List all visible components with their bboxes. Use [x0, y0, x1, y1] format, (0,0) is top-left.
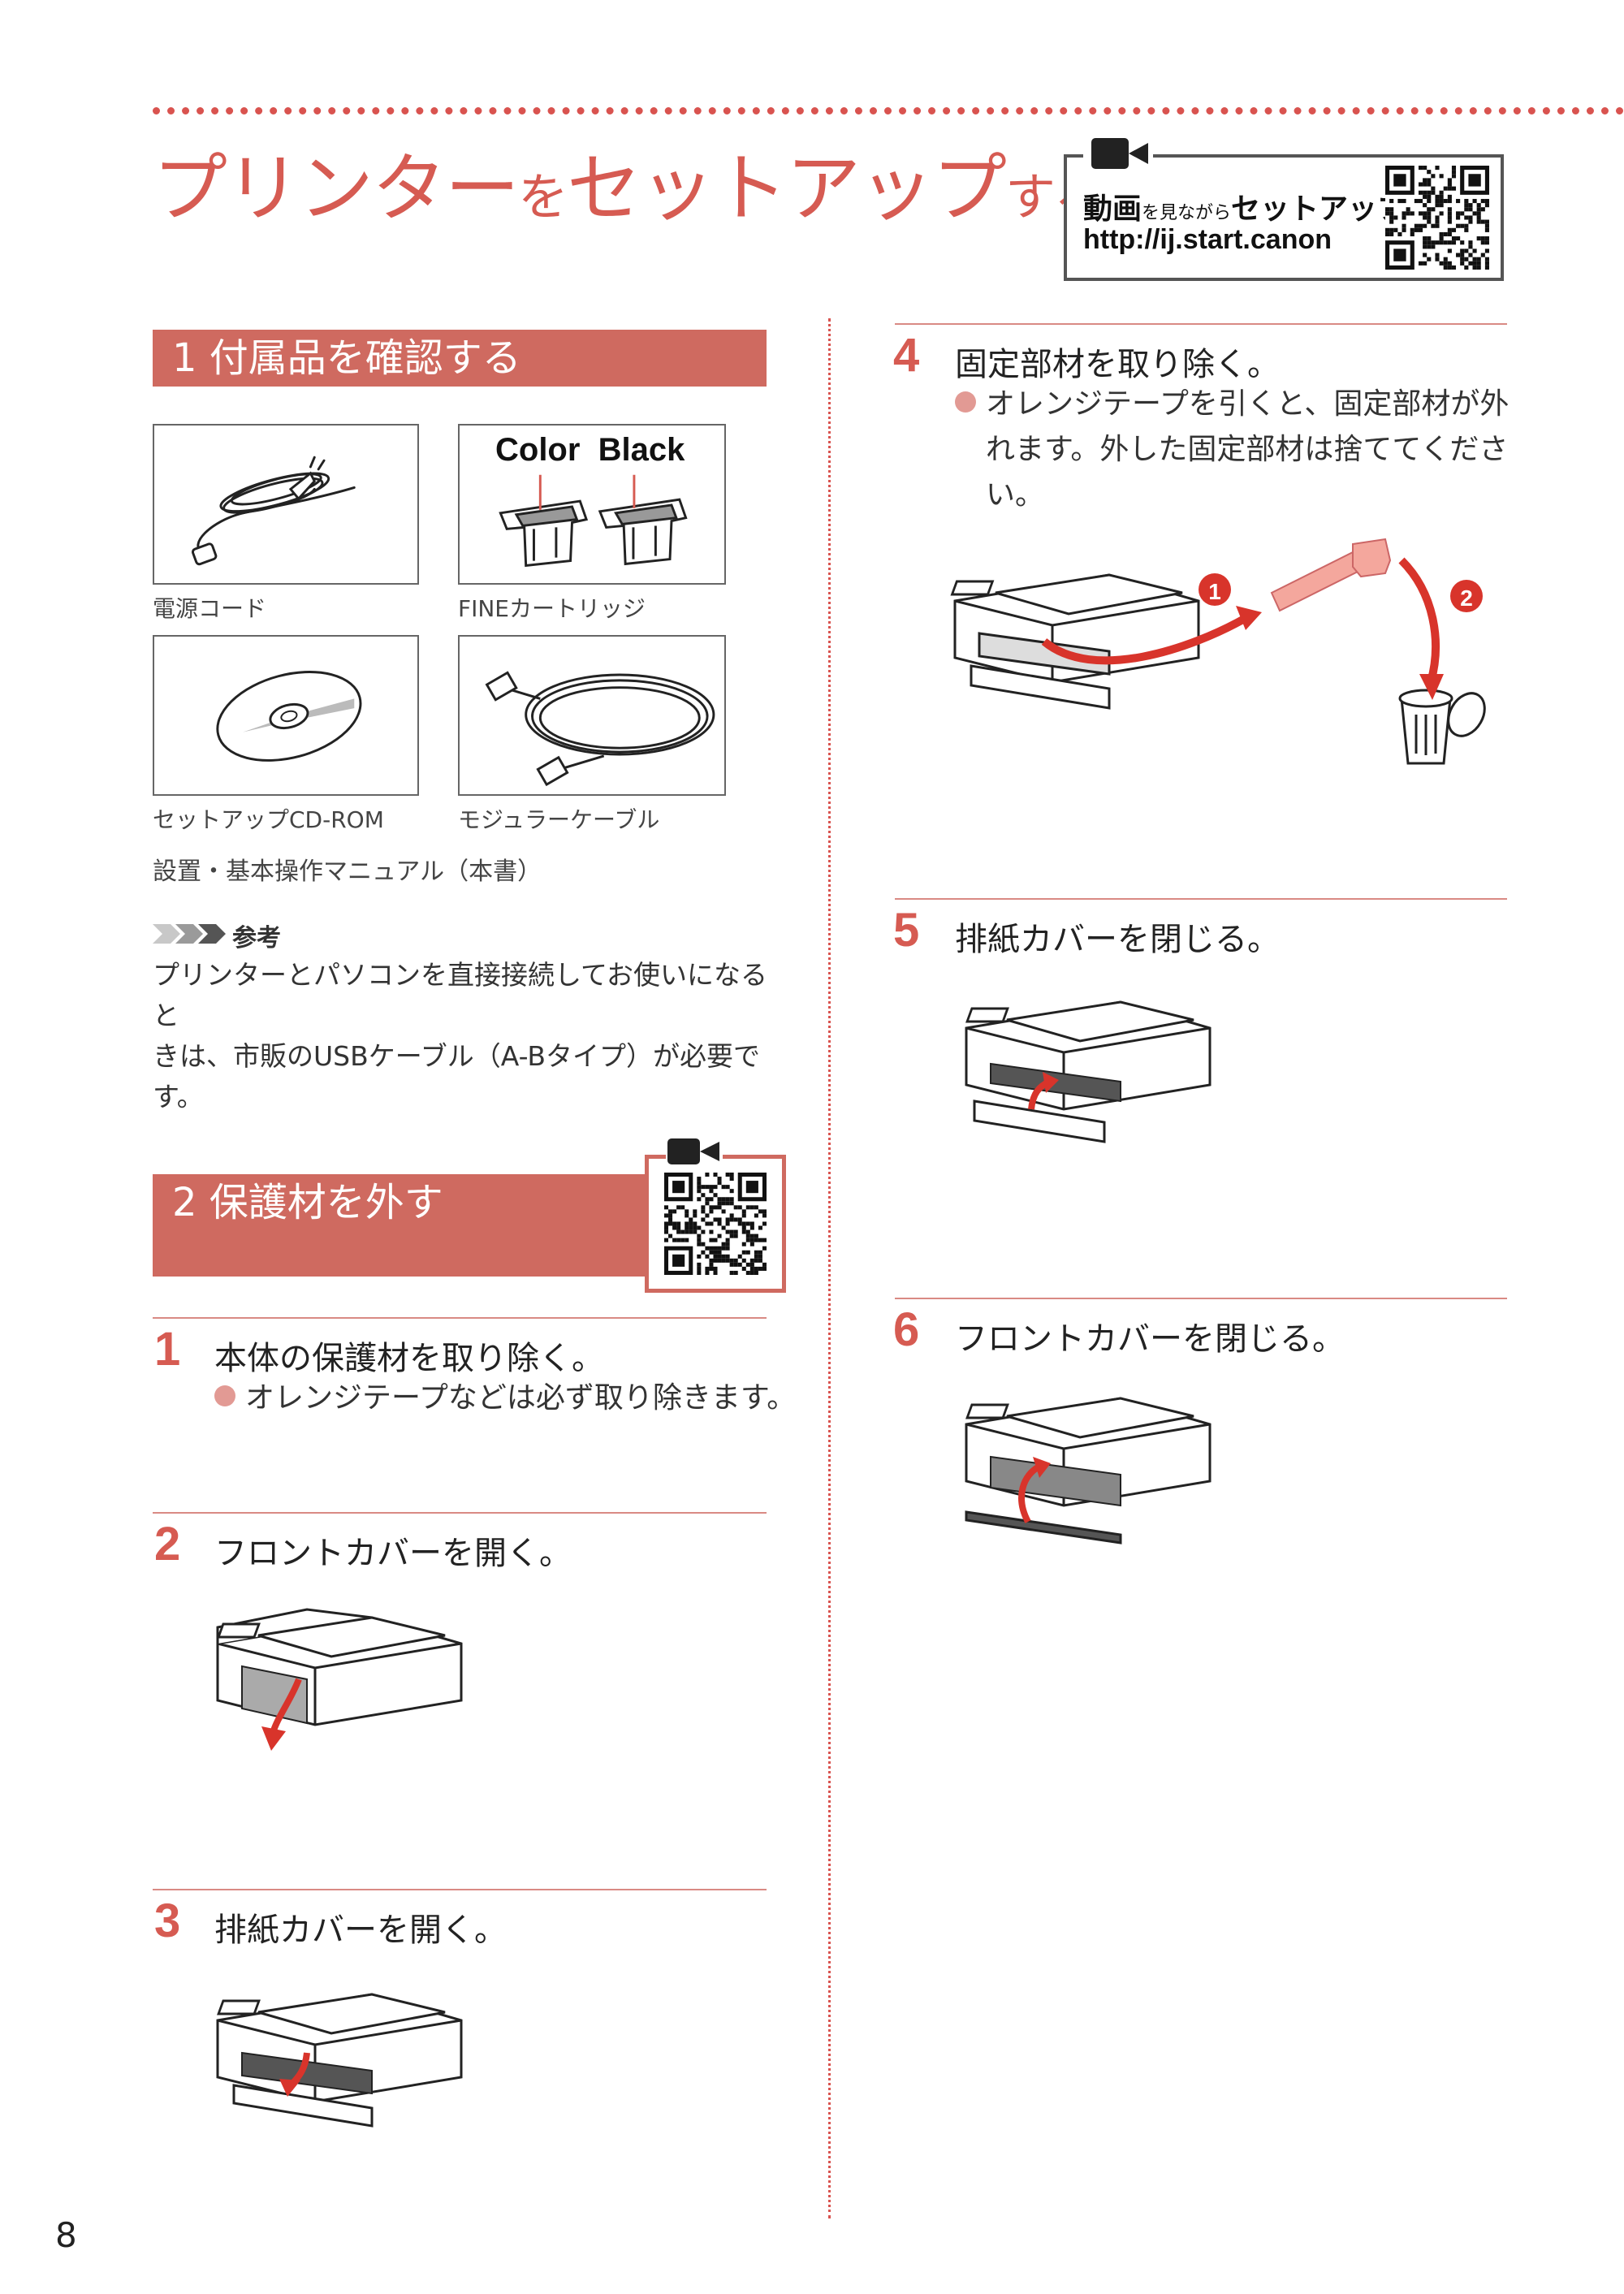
- step6-title: フロントカバーを閉じる。: [955, 1320, 1345, 1358]
- section1-title: 1 付属品を確認する: [153, 330, 767, 387]
- video-label-end: セットアップ: [1231, 192, 1407, 226]
- cartridge-label-black: Black: [598, 432, 685, 468]
- step4-bullet-line-2: れます。外した固定部材は捨ててくださ: [986, 433, 1509, 466]
- note-arrow-icon: [153, 921, 227, 947]
- step5-title: 排紙カバーを閉じる。: [955, 921, 1280, 958]
- step1-number: 1: [154, 1323, 181, 1376]
- bullet-dot-icon: [955, 391, 976, 413]
- step3-number: 3: [154, 1894, 181, 1947]
- page-number: 8: [55, 2215, 77, 2255]
- step1-rule: [153, 1317, 767, 1319]
- video-label-small: を見ながら: [1142, 203, 1232, 223]
- step4-title: 固定部材を取り除く。: [955, 346, 1280, 383]
- step4-bullet-line-3: い。: [986, 478, 1045, 512]
- video-url-link[interactable]: http://ij.start.canon: [1083, 224, 1332, 255]
- step5-rule: [895, 898, 1507, 900]
- manual-caption: 設置・基本操作マニュアル（本書）: [153, 858, 542, 886]
- step6-number: 6: [893, 1303, 920, 1356]
- qr-code-icon[interactable]: [1385, 166, 1489, 270]
- step4-marker-2: 2: [1460, 585, 1473, 611]
- step6-rule: [895, 1298, 1507, 1299]
- step4-bullet: オレンジテープを引くと、固定部材が外 れます。外した固定部材は捨ててくださ い。: [955, 382, 1515, 518]
- step3-title: 排紙カバーを開く。: [214, 1912, 507, 1949]
- note-heading: 参考: [232, 924, 281, 953]
- cd-rom-caption: セットアップCD-ROM: [153, 806, 384, 833]
- step4-bullet-line-1: オレンジテープを引くと、固定部材が外: [986, 387, 1510, 421]
- step3-printer-illustration: [209, 1972, 469, 2149]
- note-body: プリンターとパソコンを直接接続してお使いになると きは、市販のUSBケーブル（A…: [153, 955, 770, 1117]
- fine-cartridge-image: Color Black: [458, 424, 726, 585]
- step2-printer-illustration: [209, 1595, 469, 1765]
- step1-bullet: オレンジテープなどは必ず取り除きます。: [214, 1376, 796, 1421]
- section2-video-camera-icon: [666, 1138, 723, 1171]
- step6-printer-illustration: [958, 1376, 1218, 1554]
- step4-number: 4: [893, 329, 920, 382]
- note-line-2: きは、市販のUSBケーブル（A-Bタイプ）が必要です。: [153, 1040, 760, 1112]
- power-cord-image: [153, 424, 419, 585]
- fine-cartridge-caption: FINEカートリッジ: [458, 595, 646, 622]
- title-part-printer: プリンター: [153, 145, 520, 232]
- step5-number: 5: [893, 904, 920, 957]
- step1-title: 本体の保護材を取り除く。: [214, 1340, 604, 1377]
- modular-cable-caption: モジュラーケーブル: [458, 806, 660, 833]
- title-part-wo: を: [518, 167, 568, 227]
- video-camera-icon: [1083, 138, 1153, 171]
- step2-title: フロントカバーを開く。: [214, 1535, 572, 1572]
- step4-marker-1: 1: [1208, 579, 1221, 604]
- header-dotted-rule: [153, 107, 1624, 114]
- cartridge-label-color: Color: [495, 432, 581, 468]
- modular-cable-image: [458, 635, 726, 796]
- page-title: プリンターをセットアップする: [153, 128, 1104, 236]
- step2-rule: [153, 1512, 767, 1514]
- section2-qr-code-icon[interactable]: [664, 1173, 767, 1275]
- step4-printer-illustration: 1 2: [947, 520, 1515, 780]
- step2-number: 2: [154, 1518, 181, 1570]
- video-label-main: 動画: [1083, 192, 1142, 226]
- step4-rule: [895, 323, 1507, 325]
- video-label: 動画を見ながらセットアップ: [1083, 185, 1406, 227]
- step3-rule: [153, 1889, 767, 1890]
- note-line-1: プリンターとパソコンを直接接続してお使いになると: [153, 959, 768, 1031]
- power-cord-caption: 電源コード: [153, 595, 267, 622]
- bullet-dot-icon: [214, 1385, 235, 1406]
- title-part-setup: セットアップ: [567, 145, 1007, 232]
- column-separator: [828, 318, 831, 2218]
- step5-printer-illustration: [958, 979, 1218, 1166]
- step1-bullet-text: オレンジテープなどは必ず取り除きます。: [245, 1381, 797, 1415]
- cd-rom-image: [153, 635, 419, 796]
